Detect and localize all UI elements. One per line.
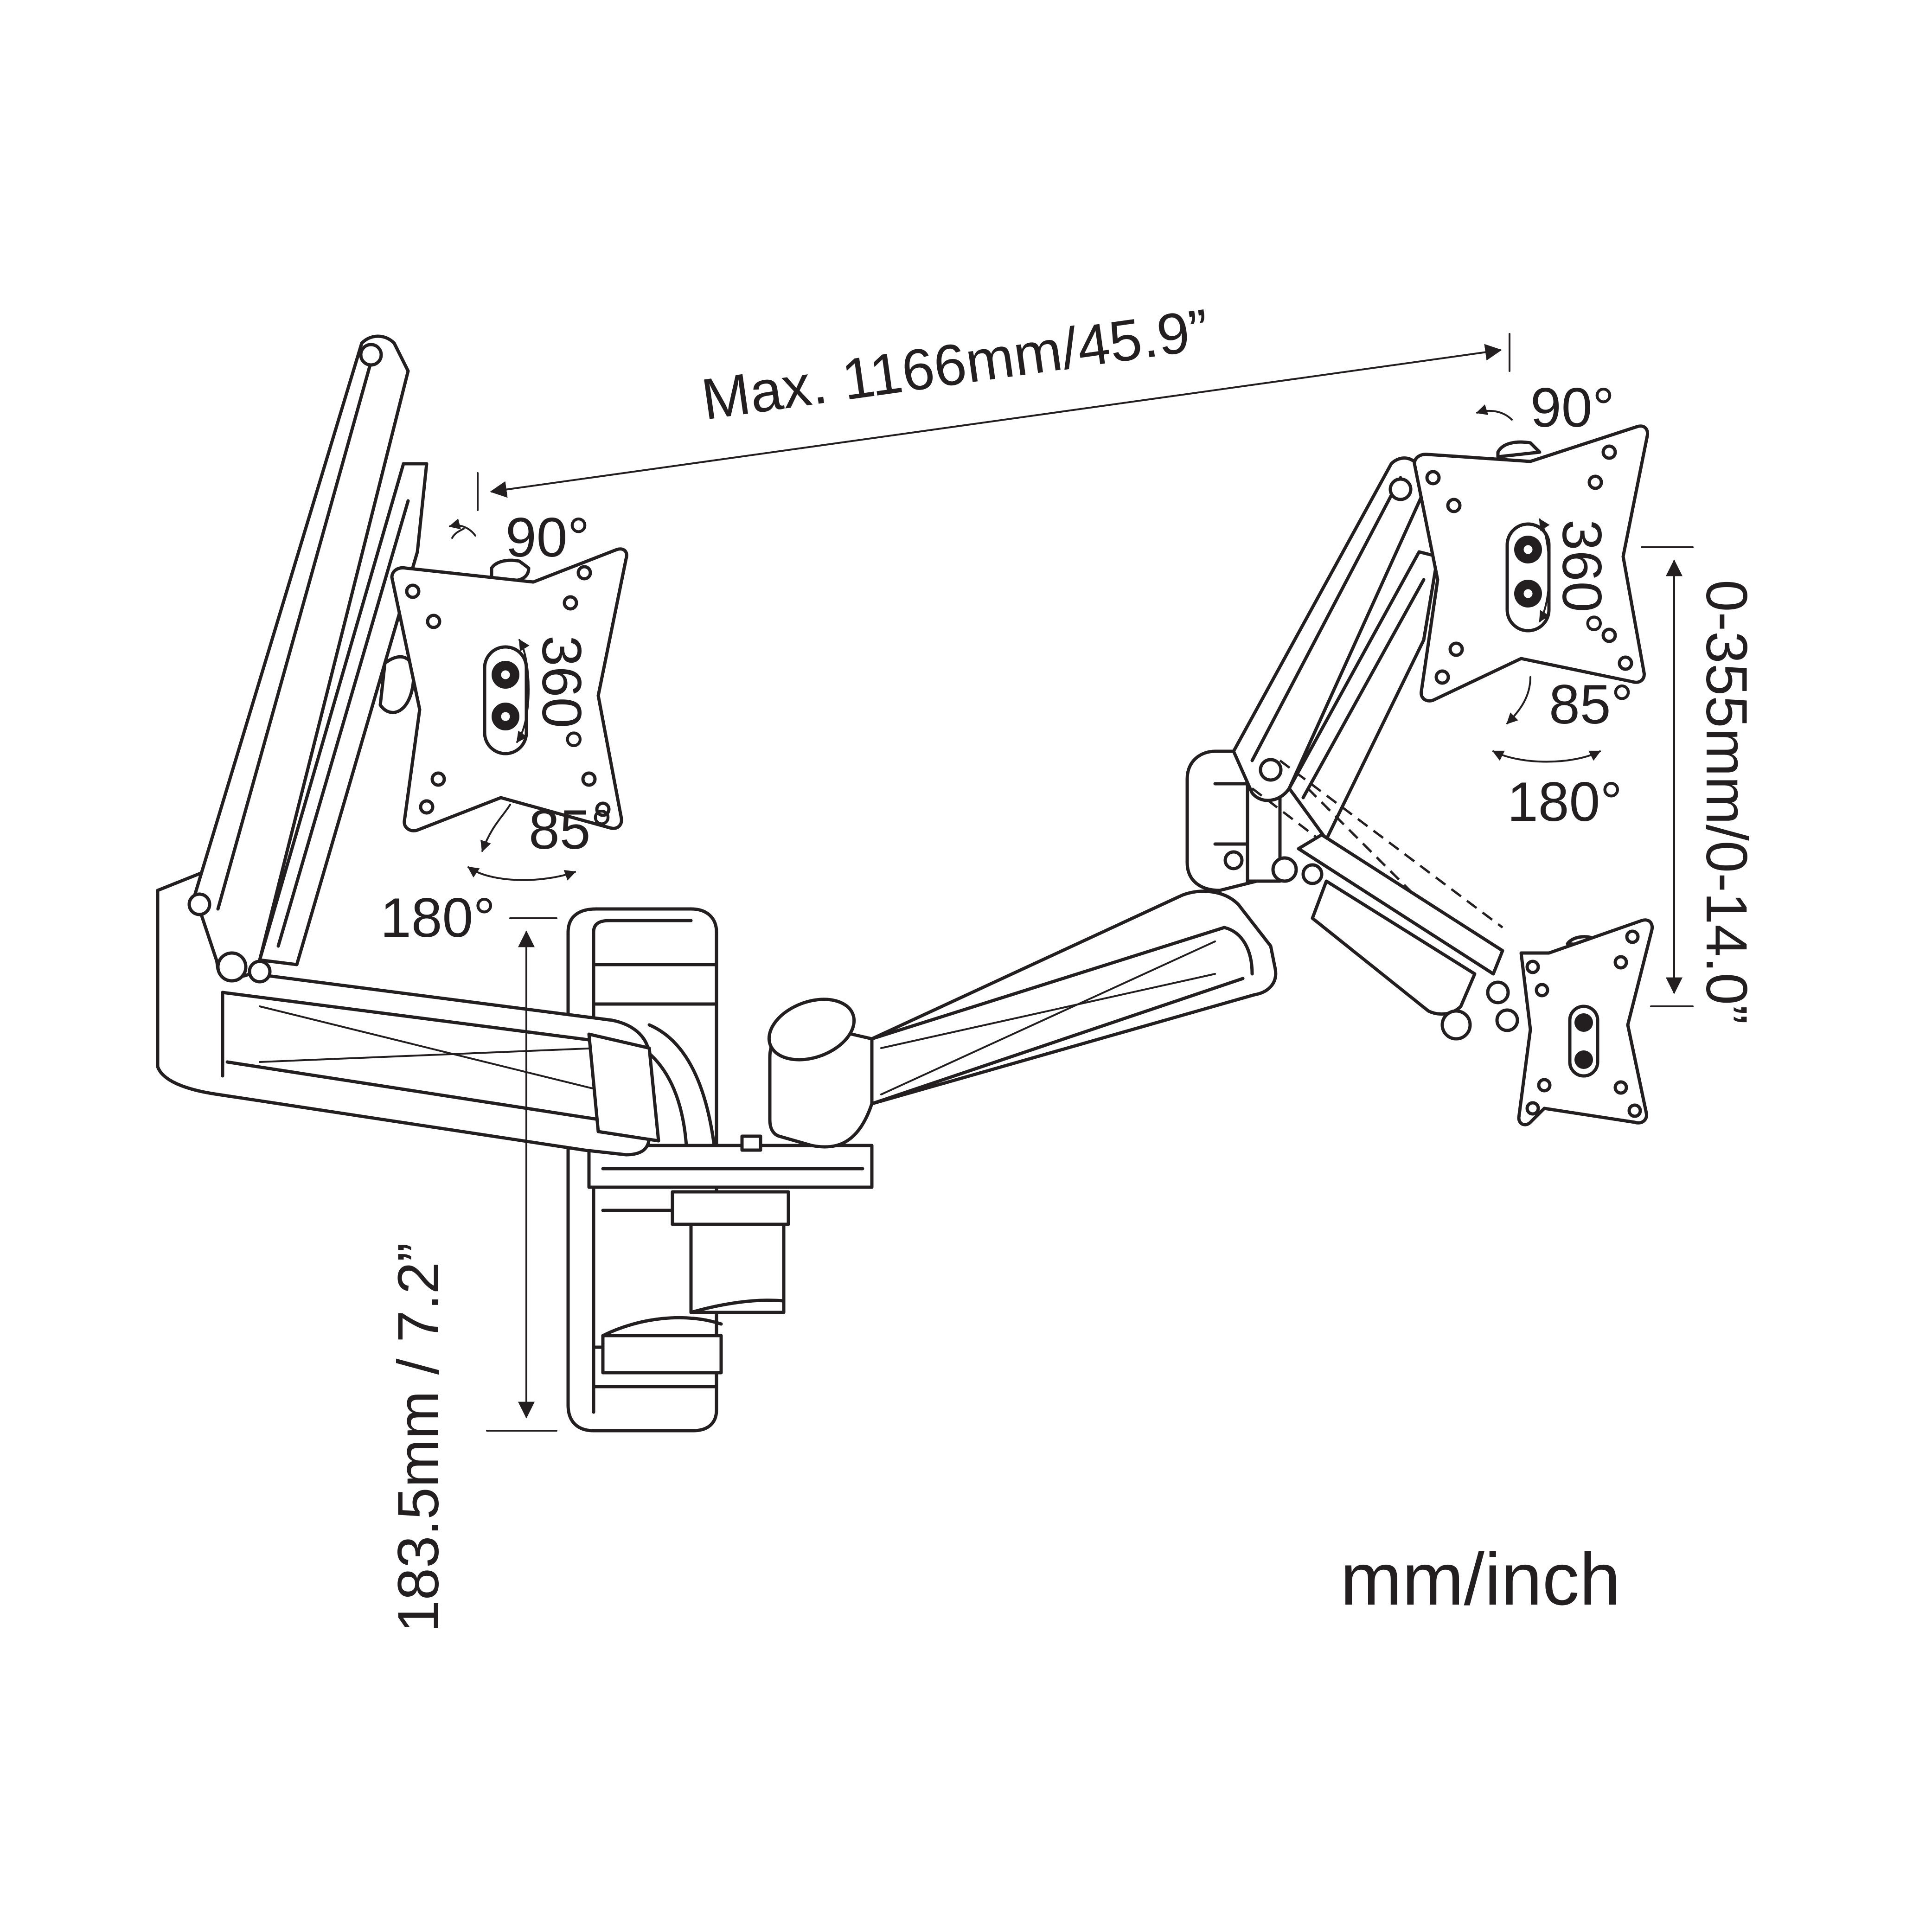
left-rotate-label: 360° [531,635,593,750]
right-arm-lowered-position [1251,760,1519,1041]
left-gas-spring-arm-icon [187,334,429,984]
right-elbow-joint [1185,749,1282,892]
mount-height-label: 183.5mm / 7.2” [386,1242,451,1632]
center-pivot-icon [587,1023,874,1226]
height-range-label: 0-355mm/0-14.0” [1694,580,1759,1024]
width-dimension-label: Max. 1166mm/45.9” [697,297,1213,432]
units-label: mm/inch [1340,1537,1621,1620]
left-tilt-label: 90° [505,506,589,569]
rotation-arrow-icon [448,518,576,881]
left-swivel-label: 180° [380,887,495,949]
width-dimension-line [477,333,1510,511]
right-lower-arm [767,889,1278,1149]
right-tilt-label: 90° [1530,377,1614,439]
left-tilt-down-label: 85° [529,799,613,861]
mount-height-dimension-line [486,917,557,1432]
right-lower-vesa-plate-icon [1517,918,1654,1126]
right-swivel-label: 180° [1507,771,1622,833]
left-vesa-plate-icon [390,547,628,832]
right-tilt-down-label: 85° [1549,673,1633,736]
height-range-dimension-line [1641,546,1694,1007]
right-rotate-label: 360° [1551,519,1613,634]
